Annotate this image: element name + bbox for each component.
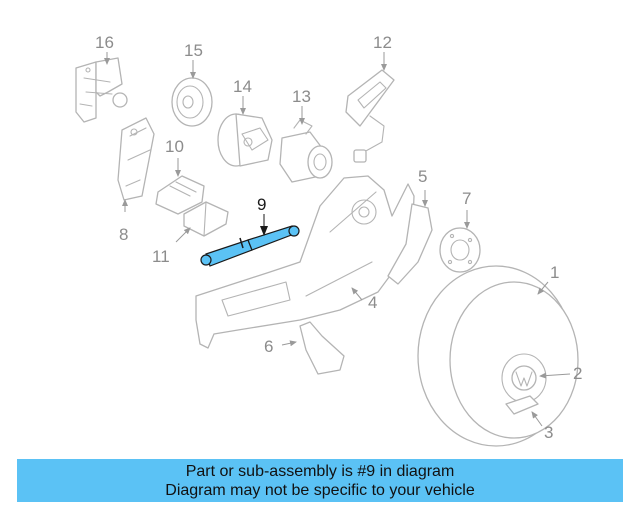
callout-5: 5 bbox=[418, 167, 427, 186]
part-15-disc[interactable] bbox=[171, 77, 213, 127]
part-12-latch[interactable] bbox=[345, 69, 395, 163]
callout-3: 3 bbox=[544, 423, 553, 442]
callout-15: 15 bbox=[184, 41, 203, 60]
callout-7: 7 bbox=[462, 189, 471, 208]
callout-16: 16 bbox=[95, 33, 114, 52]
part-3-handle[interactable] bbox=[505, 395, 539, 415]
part-14-motor[interactable] bbox=[217, 113, 273, 167]
part-5-cover[interactable] bbox=[387, 203, 433, 285]
part-4-carrier-arm[interactable] bbox=[195, 175, 415, 349]
callout-2: 2 bbox=[573, 364, 582, 383]
banner-line-2: Diagram may not be specific to your vehi… bbox=[165, 481, 475, 499]
part-7-flange[interactable] bbox=[439, 227, 481, 273]
callout-13: 13 bbox=[292, 87, 311, 106]
callout-11: 11 bbox=[152, 247, 170, 266]
part-11-block[interactable] bbox=[183, 201, 229, 237]
callout-9: 9 bbox=[257, 195, 266, 214]
part-2-emblem[interactable] bbox=[511, 365, 537, 391]
part-10-mount[interactable] bbox=[155, 175, 205, 215]
parts-diagram: 16 15 14 13 12 8 bbox=[75, 33, 582, 447]
callout-10: 10 bbox=[165, 137, 184, 156]
part-8-bracket[interactable] bbox=[117, 117, 155, 201]
part-9-gas-strut[interactable] bbox=[200, 225, 300, 267]
callout-1: 1 bbox=[550, 263, 559, 282]
part-16-hinge-bracket[interactable] bbox=[75, 57, 128, 123]
callout-8: 8 bbox=[119, 225, 128, 244]
part-13-actuator[interactable] bbox=[279, 119, 333, 183]
part-1-wheel-cover[interactable] bbox=[417, 265, 579, 447]
part-6-small-cover[interactable] bbox=[299, 321, 345, 375]
callout-4: 4 bbox=[368, 293, 377, 312]
info-banner: Part or sub-assembly is #9 in diagram Di… bbox=[17, 459, 623, 502]
callout-12: 12 bbox=[373, 33, 392, 52]
callout-6: 6 bbox=[264, 337, 273, 356]
banner-line-1: Part or sub-assembly is #9 in diagram bbox=[185, 462, 455, 480]
callout-14: 14 bbox=[233, 77, 252, 96]
